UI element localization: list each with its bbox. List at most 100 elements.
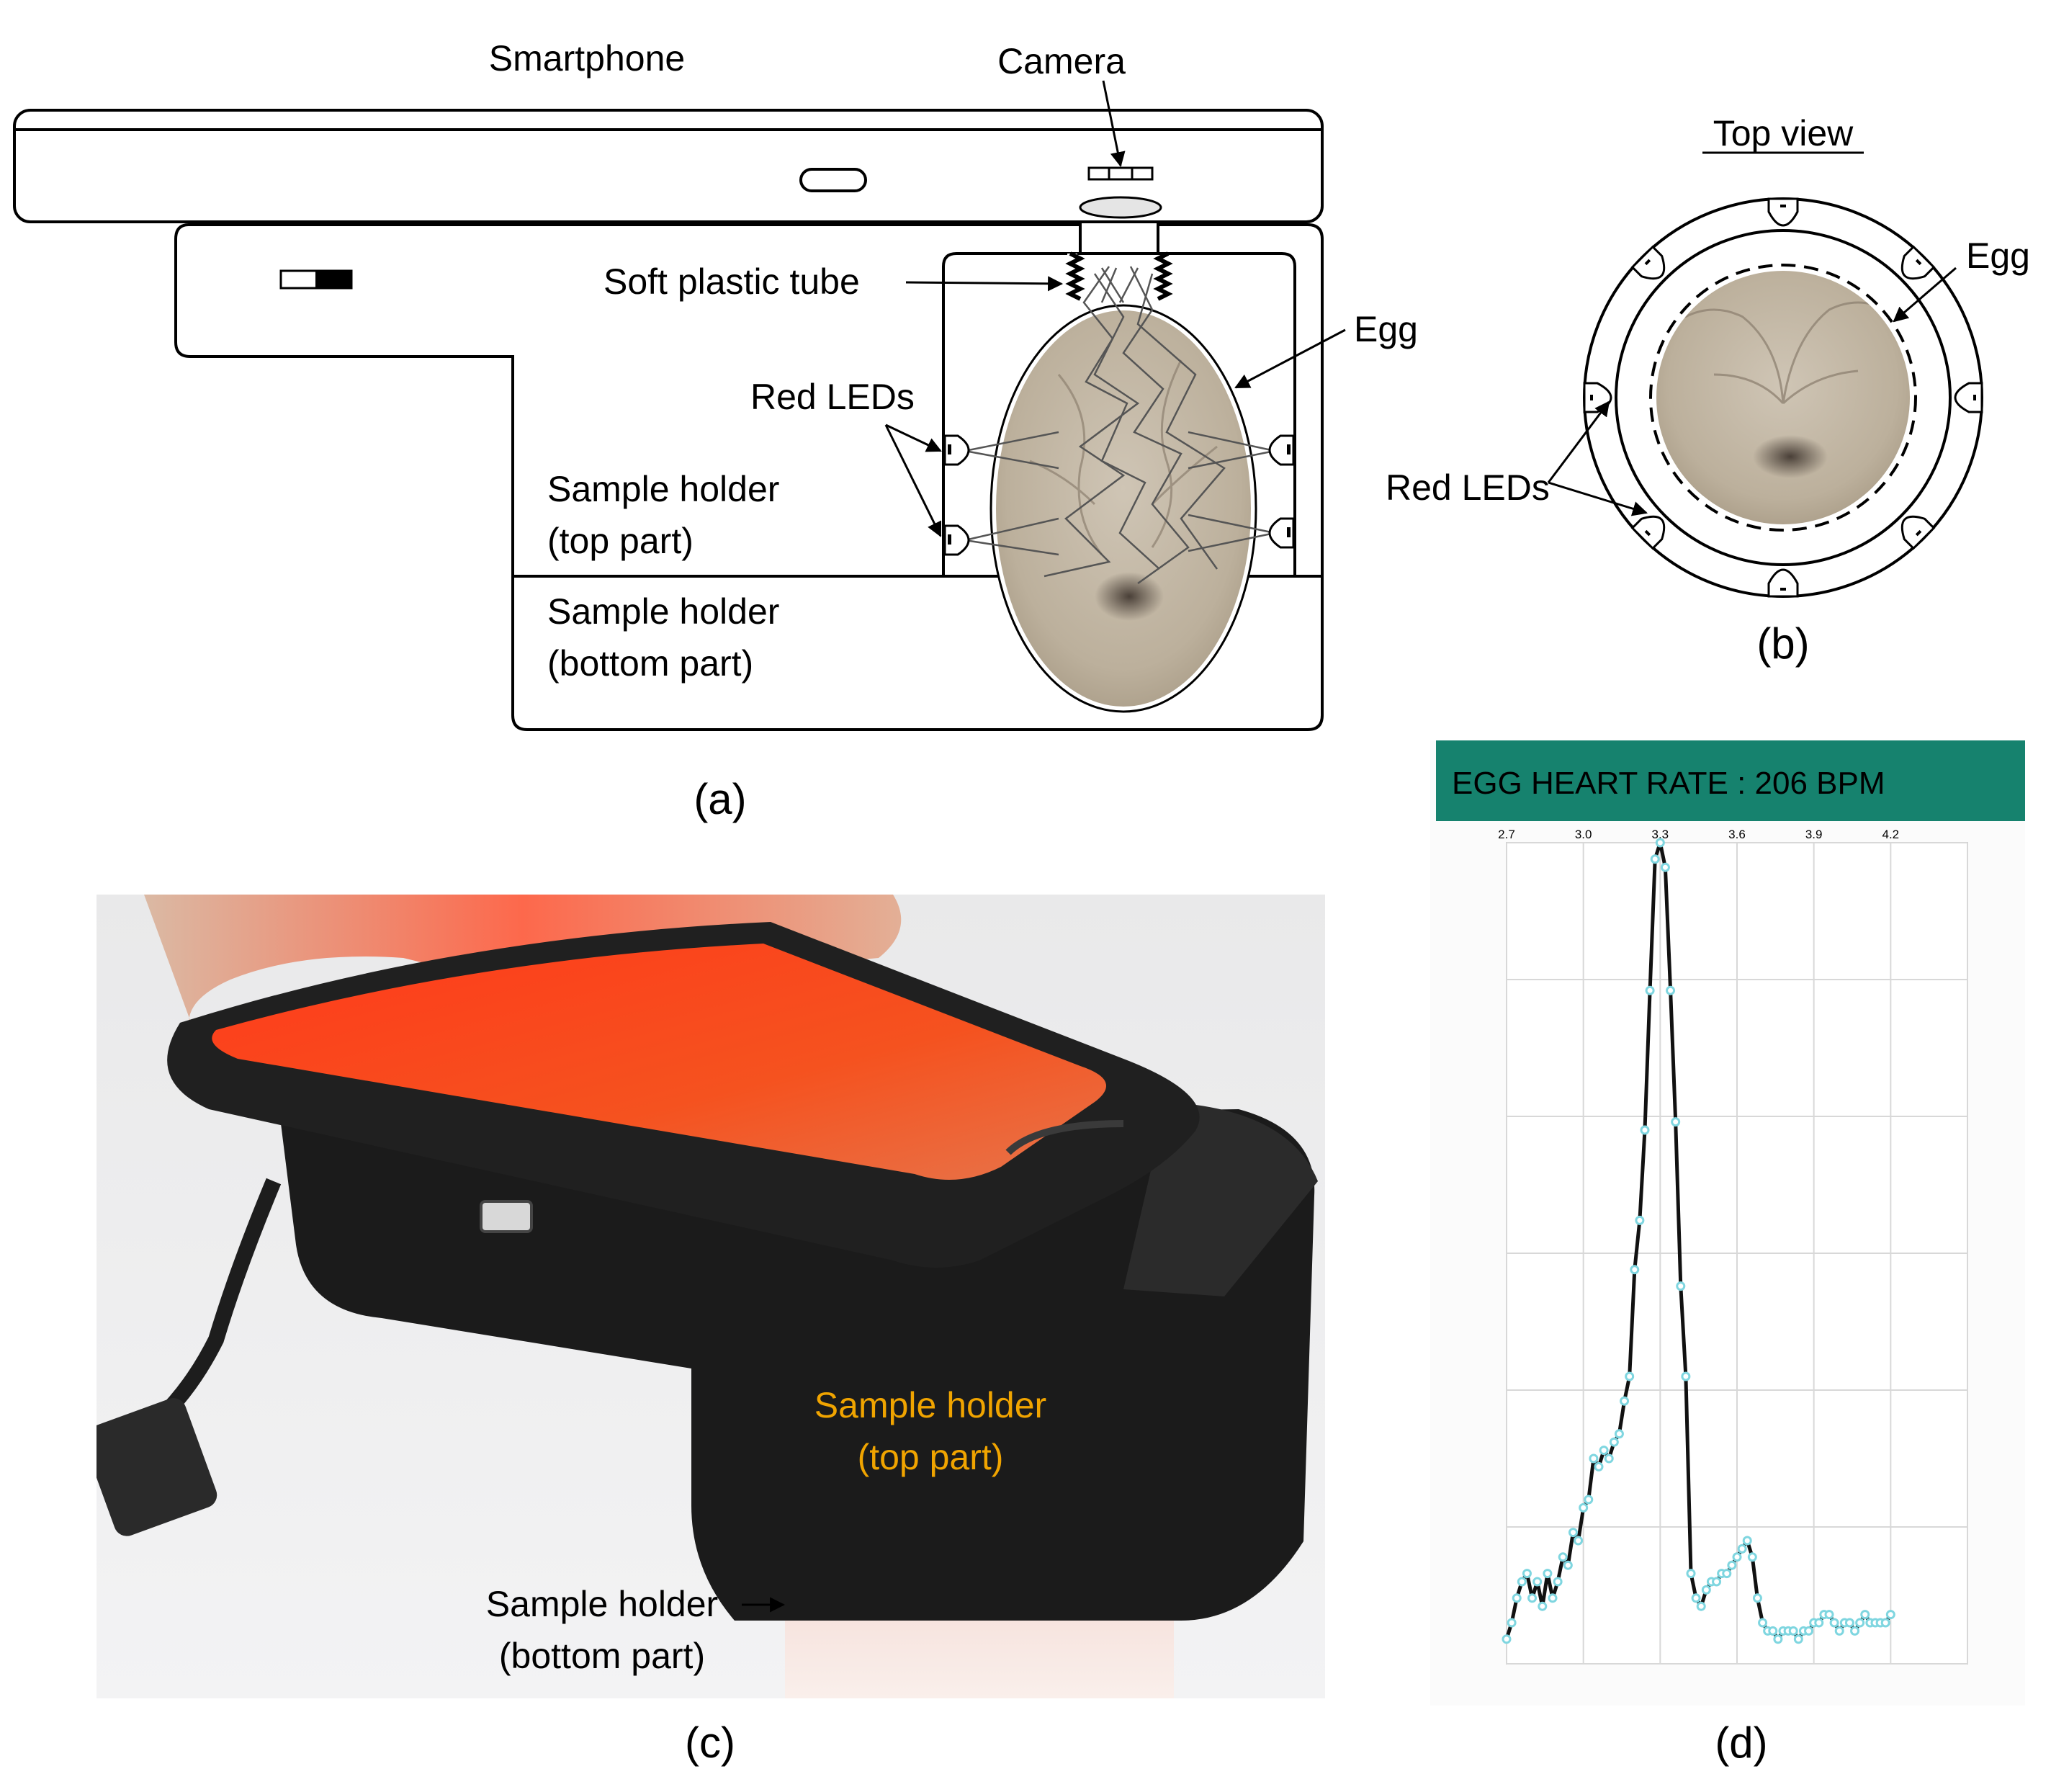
camera-arrow (1102, 80, 1126, 168)
data-point (1701, 1585, 1711, 1595)
data-point (1696, 1601, 1706, 1611)
led-icon (1900, 515, 1936, 550)
data-point (1722, 1569, 1732, 1579)
x-tick-label: 4.2 (1882, 828, 1900, 841)
switch-photo (480, 1200, 533, 1233)
egg-image-a (989, 304, 1257, 713)
data-point (1630, 1265, 1640, 1275)
data-point (1660, 862, 1670, 872)
data-point (1532, 1577, 1543, 1587)
holder-bottom-label-2: (bottom part) (547, 643, 753, 684)
data-point (1860, 1610, 1870, 1620)
data-point (1512, 1593, 1522, 1603)
egg-arrow-b (1893, 266, 1957, 323)
data-point (1666, 985, 1676, 995)
data-point (1574, 1536, 1584, 1546)
data-point (1599, 1446, 1609, 1456)
data-point (1850, 1626, 1860, 1636)
data-point (1824, 1610, 1834, 1620)
data-point (1793, 1634, 1803, 1644)
data-point (1844, 1618, 1854, 1628)
data-point (1834, 1626, 1844, 1636)
panel-d-caption: (d) (1715, 1719, 1767, 1767)
led-icon (1583, 382, 1612, 413)
data-point (1502, 1634, 1512, 1644)
egg-label-b: Egg (1966, 236, 2030, 276)
holder-top-label-2: (top part) (547, 521, 694, 561)
led-icon (1630, 245, 1666, 280)
data-point (1855, 1618, 1865, 1628)
holder-body-photo (281, 1109, 1315, 1621)
data-point (1880, 1618, 1890, 1628)
led-arrow-a1 (885, 424, 942, 452)
panel-a-schematic: Smartphone Camera Soft plastic tube Egg … (13, 38, 1418, 823)
data-point (1650, 854, 1660, 864)
x-tick-label: 3.0 (1575, 828, 1592, 841)
smartphone-button (799, 168, 867, 192)
data-point (1768, 1626, 1778, 1636)
led-icon (1954, 382, 1983, 413)
data-point (1676, 1281, 1686, 1291)
data-point (1640, 1125, 1650, 1135)
holder-bottom-label-1: Sample holder (547, 591, 779, 632)
camera-lens (1079, 196, 1162, 219)
photo-holder-bottom-2: (bottom part) (499, 1636, 705, 1676)
data-point (1742, 1536, 1752, 1546)
data-point (1594, 1461, 1604, 1471)
led-icon (1630, 515, 1666, 550)
data-point (1752, 1593, 1762, 1603)
red-leds-label-a: Red LEDs (750, 377, 915, 417)
x-tick-label: 3.3 (1652, 828, 1669, 841)
data-point (1563, 1560, 1573, 1570)
data-point (1538, 1601, 1548, 1611)
egg-label-a: Egg (1354, 309, 1418, 349)
data-point (1737, 1544, 1747, 1554)
data-point (1635, 1215, 1645, 1225)
egg-arrow-a (1234, 328, 1346, 389)
x-tick-label: 3.9 (1805, 828, 1823, 841)
x-tick-label: 2.7 (1498, 828, 1515, 841)
data-point (1614, 1429, 1624, 1439)
smartphone-label: Smartphone (489, 38, 685, 79)
data-point (1773, 1634, 1783, 1644)
photo-holder-top-1: Sample holder (814, 1385, 1046, 1425)
led-icon (1767, 568, 1799, 598)
panel-a-caption: (a) (694, 775, 746, 823)
data-point (1522, 1569, 1532, 1579)
app-banner (1436, 740, 2025, 821)
photo-holder-bottom-1: Sample holder (486, 1584, 718, 1624)
led-arrow-b2 (1548, 481, 1648, 516)
data-point (1804, 1626, 1814, 1636)
red-led-icons-b (1583, 197, 1983, 598)
data-point (1543, 1569, 1553, 1579)
data-point (1604, 1453, 1614, 1464)
data-point (1568, 1528, 1578, 1538)
panel-b-top-view: Top view Egg Red LEDs (b) (1386, 113, 2030, 668)
data-point (1584, 1495, 1594, 1505)
data-point (1829, 1618, 1839, 1628)
data-point (1732, 1552, 1742, 1562)
data-point (1609, 1437, 1619, 1447)
app-banner-text: EGG HEART RATE : 206 BPM (1452, 766, 1885, 801)
heart-rate-chart: 2.7 3.0 3.3 3.6 3.9 4.2 (1498, 828, 1968, 1665)
led-icon (1767, 197, 1799, 227)
data-point (1553, 1577, 1563, 1587)
data-point (1814, 1618, 1824, 1628)
inner-chamber (942, 252, 1296, 576)
data-point (1507, 1618, 1517, 1628)
data-point (1589, 1453, 1599, 1464)
data-point (1681, 1371, 1691, 1381)
red-led-icons-a (943, 434, 1295, 556)
light-paths (964, 266, 1275, 585)
data-point (1686, 1569, 1696, 1579)
panel-b-caption: (b) (1756, 619, 1809, 668)
top-view-label: Top view (1713, 113, 1854, 153)
data-point (1620, 1396, 1630, 1406)
inner-ring (1615, 229, 1952, 566)
x-tick-label: 3.6 (1728, 828, 1746, 841)
data-point (1691, 1593, 1701, 1603)
panel-c-caption: (c) (685, 1719, 735, 1767)
data-point (1517, 1577, 1527, 1587)
panel-c-photo: Sample holder (top part) Sample holder (… (97, 895, 1325, 1767)
